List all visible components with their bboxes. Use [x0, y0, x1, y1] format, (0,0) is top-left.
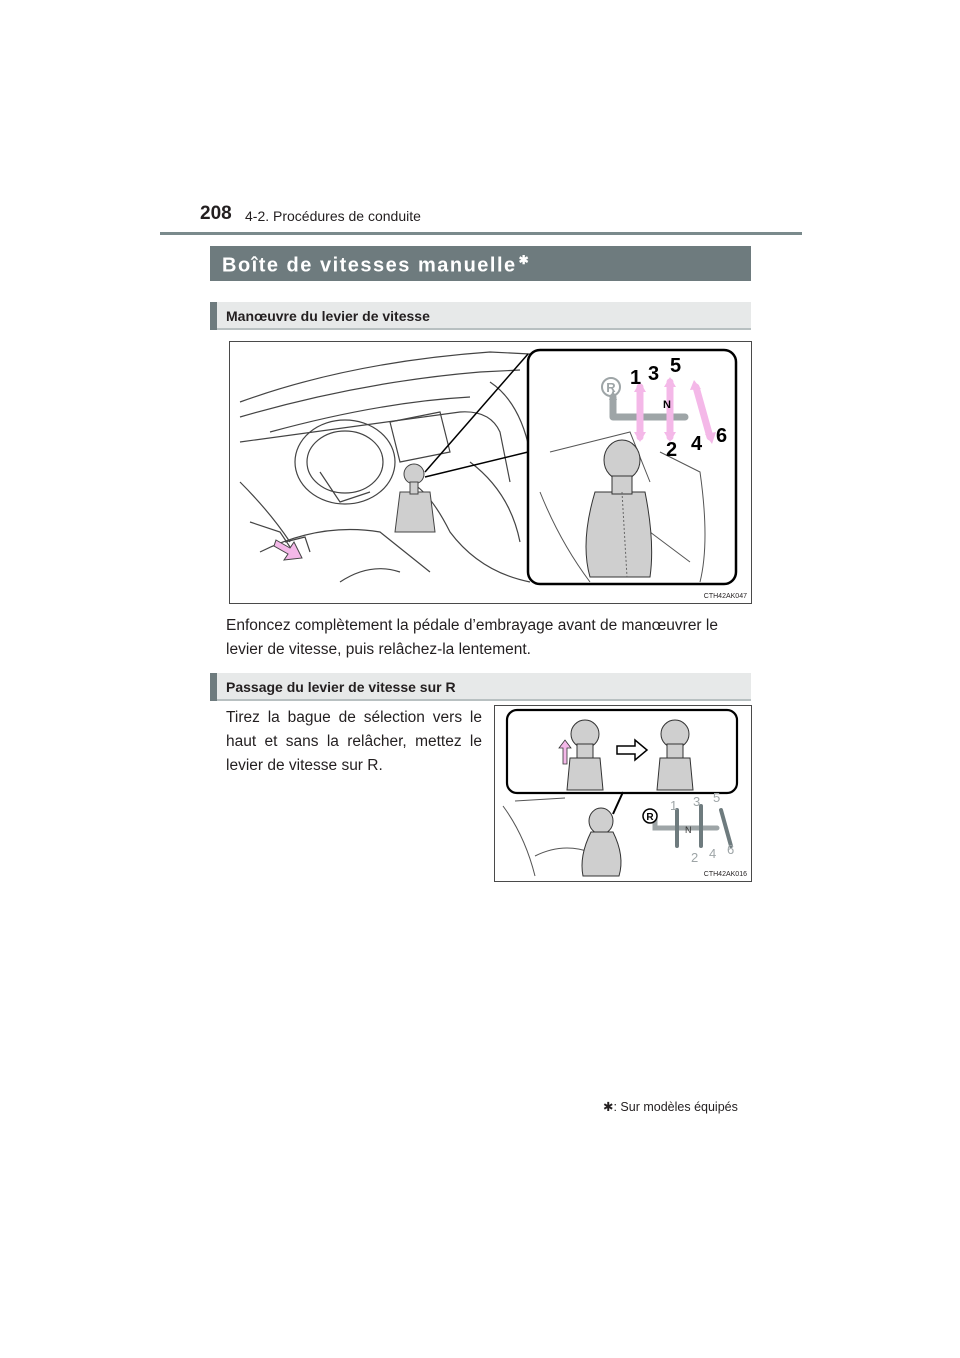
subsection-title-1: Manœuvre du levier de vitesse	[226, 308, 430, 324]
gear-6-2: 6	[727, 842, 734, 857]
subsection-bar-accent-1	[210, 302, 217, 330]
figure-2-illustration: R 1 3 5 N 2 4 6	[502, 708, 739, 877]
section-title-bar	[210, 246, 751, 281]
pull-up-arrow	[558, 739, 572, 765]
instruction-text-1: Enfoncez complètement la pédale d’embray…	[226, 617, 718, 658]
footnote: ✱: Sur modèles équipés	[603, 1099, 738, 1114]
chapter-title: 4-2. Procédures de conduite	[245, 208, 421, 224]
footnote-marker: ✱	[603, 1100, 614, 1114]
reverse-circle-1	[601, 377, 621, 397]
gear-2-1: 2	[666, 439, 677, 461]
instruction-text-2: Tirez la bague de sélection vers le haut…	[226, 709, 482, 774]
page-number: 208	[200, 203, 232, 224]
gear-5-1: 5	[670, 355, 681, 377]
gear-3-1: 3	[648, 363, 659, 385]
gear-1-2: 1	[670, 798, 677, 813]
gear-1-1: 1	[630, 367, 641, 389]
figure-code-2: CTH42AK016	[703, 871, 747, 878]
figure-shift-pattern: R 1 3 5 N 2 4 6 CTH42AK047	[229, 341, 752, 604]
footnote-text: : Sur modèles équipés	[613, 1100, 738, 1114]
gear-N-2: N	[685, 825, 692, 835]
figure-code-1: CTH42AK047	[703, 593, 747, 600]
gear-R-1: R	[606, 380, 616, 395]
section-title: Boîte de vitesses manuelle✱	[222, 253, 530, 278]
gear-N-1: N	[663, 399, 671, 411]
gear-4-2: 4	[709, 846, 716, 861]
gear-R-2: R	[646, 812, 654, 823]
gear-5-2: 5	[713, 790, 720, 805]
figure-reverse-gear: R 1 3 5 N 2 4 6 CTH42AK016	[494, 705, 752, 882]
subsection-title-2: Passage du levier de vitesse sur R	[226, 679, 456, 695]
section-title-text: Boîte de vitesses manuelle	[222, 254, 517, 277]
figure-1-illustration: R 1 3 5 N 2 4 6	[239, 348, 738, 586]
equipped-marker: ✱	[518, 253, 531, 267]
subsection-bar-2	[210, 673, 751, 701]
gear-2-2: 2	[691, 850, 698, 865]
gear-6-1: 6	[716, 425, 727, 447]
pedal-arrow	[273, 539, 303, 561]
gear-3-2: 3	[693, 794, 700, 809]
subsection-bar-accent-2	[210, 673, 217, 701]
subsection-bar-1	[210, 302, 751, 330]
gear-4-1: 4	[691, 433, 703, 455]
header-rule	[160, 232, 802, 235]
sequence-arrow	[616, 738, 649, 762]
